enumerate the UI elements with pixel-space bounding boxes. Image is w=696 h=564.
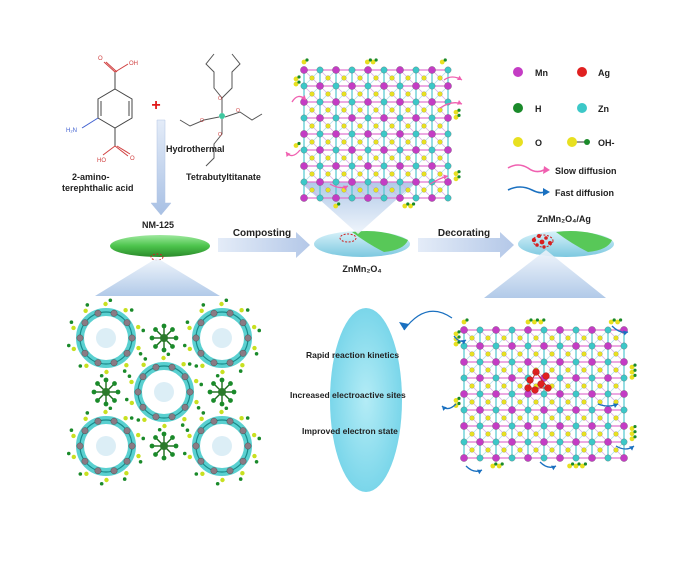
titanate-reagent-label: Tetrabutyltitanate (186, 172, 261, 182)
o-legend-label: O (535, 138, 542, 148)
oxygen-atom-label: O (130, 156, 135, 162)
decorating-label: Decorating (438, 228, 490, 239)
zn-legend-label: Zn (598, 104, 609, 114)
amine-atom-label: H₂N (66, 128, 77, 134)
zoom-marker (339, 233, 357, 243)
hydrothermal-label: Hydrothermal (166, 144, 225, 154)
amino-atom-labels: O OH HO O H₂N (66, 56, 138, 164)
composting-arrow (218, 232, 310, 258)
benefit-item: Improved electron state (302, 426, 398, 436)
zoom-cone-znmn2o4-ag (484, 250, 606, 298)
plus-label: + (151, 97, 160, 114)
znmn2o4-label: ZnMn₂O₄ (342, 264, 381, 274)
znmn2o4-particle (314, 231, 410, 257)
h-legend-marker (513, 103, 523, 113)
tetrabutyltitanate-structure (179, 53, 263, 167)
amine-reagent-label-line2: terephthalic acid (62, 183, 134, 193)
plus-sign: + (151, 97, 160, 114)
fast-arrowhead-icon (543, 188, 550, 196)
oxygen-atom-label: O (218, 96, 222, 102)
znmn2o4-lattice (285, 58, 463, 209)
fast-diffusion-arrow-icon (507, 186, 545, 194)
oxygen-atom-label: O (200, 118, 204, 124)
ag-legend-marker (577, 67, 587, 77)
amine-reagent-label-line1: 2-amino- (72, 172, 110, 182)
oh-legend-label: OH- (598, 138, 615, 148)
oxygen-atom-label: O (98, 56, 103, 62)
oxygen-atom-label: O (236, 108, 240, 114)
slow-diffusion-arrow-icon (507, 164, 545, 173)
hydroxyl-atom-label: OH (129, 61, 138, 67)
benefit-arrowhead-icon (399, 322, 409, 330)
znmn2o4-ag-label: ZnMn₂O₄/Ag (537, 214, 591, 224)
benefit-link-arrow (403, 310, 453, 331)
decorating-arrow (418, 232, 514, 258)
oh-legend-marker (567, 137, 590, 147)
znmn2o4-ag-lattice (441, 318, 637, 475)
titanate-atom-labels: O O O O (200, 96, 240, 138)
h-legend-label: H (535, 104, 542, 114)
benefit-ellipse (330, 308, 402, 492)
mn-legend-marker (513, 67, 523, 77)
mn-legend-label: Mn (535, 68, 548, 78)
benefit-item: Rapid reaction kinetics (306, 350, 399, 360)
slow-diffusion-label: Slow diffusion (555, 166, 617, 176)
o-legend-marker (513, 137, 523, 147)
slow-arrowhead-icon (543, 166, 550, 174)
hydrothermal-arrow (150, 119, 172, 216)
ag-legend-label: Ag (598, 68, 610, 78)
fast-diffusion-label: Fast diffusion (555, 188, 614, 198)
nm125-label: NM-125 (142, 220, 174, 230)
zoom-cone-nm125 (95, 258, 220, 296)
ag-nanoparticles (531, 234, 552, 249)
oxygen-atom-label: O (218, 132, 222, 138)
zn-legend-marker (577, 103, 587, 113)
hydroxyl-atom-label: HO (97, 158, 106, 164)
nm125-particle (110, 235, 210, 261)
benefit-item: Increased electroactive sites (290, 390, 406, 400)
composting-label: Composting (233, 228, 291, 239)
amino-terephthalic-acid-structure (81, 61, 133, 157)
nm125-framework-structure (66, 298, 262, 486)
znmn2o4-ag-particle (518, 231, 614, 257)
legend: Mn Ag H Zn O OH- Slow diffusion Fast dif… (507, 67, 617, 198)
